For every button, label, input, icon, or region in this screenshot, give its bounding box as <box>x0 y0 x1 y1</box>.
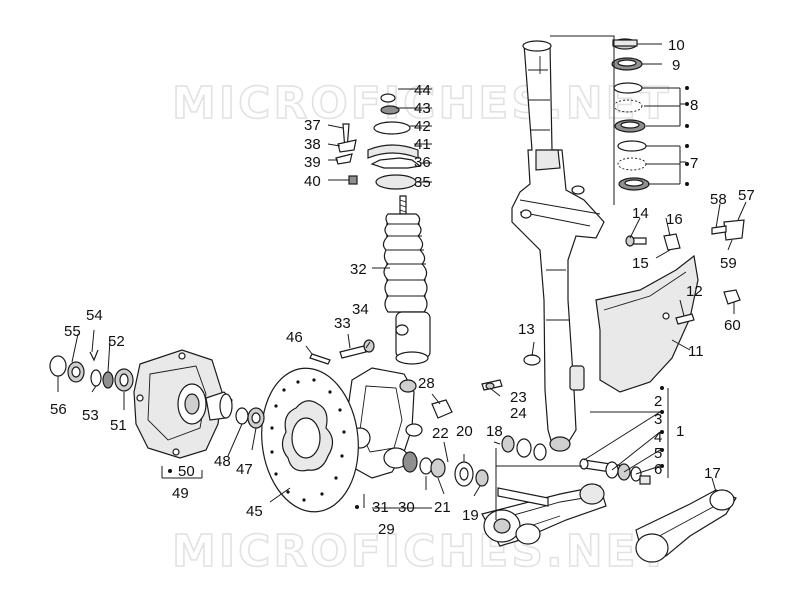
clip-16 <box>663 233 681 251</box>
bush-28 <box>431 399 453 419</box>
swing-link-assembly <box>481 435 607 547</box>
callout-31: 31 <box>372 499 389 516</box>
callout-labels: 10 9 8 7 14 16 15 58 57 59 12 60 11 13 2… <box>50 37 755 538</box>
callout-10: 10 <box>668 37 685 54</box>
callout-45: 45 <box>246 503 263 520</box>
steering-bearing-stack <box>611 38 650 191</box>
callout-6: 6 <box>654 461 662 478</box>
callout-52: 52 <box>108 333 125 350</box>
steering-column <box>511 40 605 452</box>
brake-disc <box>261 367 359 513</box>
callout-40: 40 <box>304 173 321 190</box>
link-cover-17 <box>635 489 737 563</box>
callout-39: 39 <box>304 154 321 171</box>
leader-lines <box>57 43 747 520</box>
callout-57: 57 <box>738 187 755 204</box>
callout-24: 24 <box>510 405 527 422</box>
callout-9: 9 <box>672 57 680 74</box>
callout-33: 33 <box>334 315 351 332</box>
axle-spacer-stack <box>402 451 489 487</box>
callout-12: 12 <box>686 283 703 300</box>
callout-4: 4 <box>654 429 662 446</box>
bolt-23-24 <box>481 379 503 391</box>
callout-13: 13 <box>518 321 535 338</box>
callout-38: 38 <box>304 136 321 153</box>
callout-30: 30 <box>398 499 415 516</box>
callout-41: 41 <box>414 136 431 153</box>
callout-43: 43 <box>414 100 431 117</box>
callout-20: 20 <box>456 423 473 440</box>
callout-1: 1 <box>676 423 684 440</box>
callout-34: 34 <box>352 301 369 318</box>
callout-28: 28 <box>418 375 435 392</box>
hub-bearings-right <box>235 407 265 429</box>
callout-23: 23 <box>510 389 527 406</box>
callout-5: 5 <box>654 445 662 462</box>
callout-53: 53 <box>82 407 99 424</box>
clip-60 <box>723 289 741 305</box>
callout-15: 15 <box>632 255 649 272</box>
callout-58: 58 <box>710 191 727 208</box>
callout-2: 2 <box>654 393 662 410</box>
nut-13 <box>523 354 541 366</box>
callout-11: 11 <box>688 343 704 360</box>
callout-19: 19 <box>462 507 479 524</box>
callout-46: 46 <box>286 329 303 346</box>
callout-54: 54 <box>86 307 103 324</box>
callout-14: 14 <box>632 205 649 222</box>
callout-55: 55 <box>64 323 81 340</box>
bracket-57-58 <box>711 219 745 241</box>
leader-column-to-bearings <box>550 35 615 205</box>
callout-8: 8 <box>690 97 698 114</box>
watermark-bottom: MICROFICHES.NET <box>172 526 672 577</box>
callout-47: 47 <box>236 461 253 478</box>
callout-44: 44 <box>414 82 431 99</box>
callout-32: 32 <box>350 261 367 278</box>
callout-37: 37 <box>304 117 321 134</box>
fork-cover-11 <box>595 254 699 393</box>
callout-3: 3 <box>654 411 662 428</box>
callout-22: 22 <box>432 425 449 442</box>
callout-50: 50 <box>178 463 195 480</box>
hub-bearings-left <box>49 349 134 392</box>
callout-51: 51 <box>110 417 127 434</box>
callout-17: 17 <box>704 465 721 482</box>
callout-21: 21 <box>434 499 451 516</box>
watermark-top: MICROFICHES.NET <box>172 78 672 129</box>
callout-56: 56 <box>50 401 67 418</box>
callout-42: 42 <box>414 118 431 135</box>
group-markers <box>168 86 689 509</box>
callout-48: 48 <box>214 453 231 470</box>
screw-12 <box>675 313 695 325</box>
caliper-bolt-34 <box>339 339 375 359</box>
shock-absorber <box>367 93 431 365</box>
callout-35: 35 <box>414 174 431 191</box>
callout-59: 59 <box>720 255 737 272</box>
screw-46 <box>309 353 331 365</box>
wheel-hub <box>133 349 233 459</box>
callout-60: 60 <box>724 317 741 334</box>
screw-15 <box>625 235 647 247</box>
callout-7: 7 <box>690 155 698 172</box>
callout-29: 29 <box>378 521 395 538</box>
callout-16: 16 <box>666 211 683 228</box>
callout-49: 49 <box>172 485 189 502</box>
callout-36: 36 <box>414 154 431 171</box>
shock-mount-hardware <box>335 123 358 185</box>
callout-18: 18 <box>486 423 503 440</box>
